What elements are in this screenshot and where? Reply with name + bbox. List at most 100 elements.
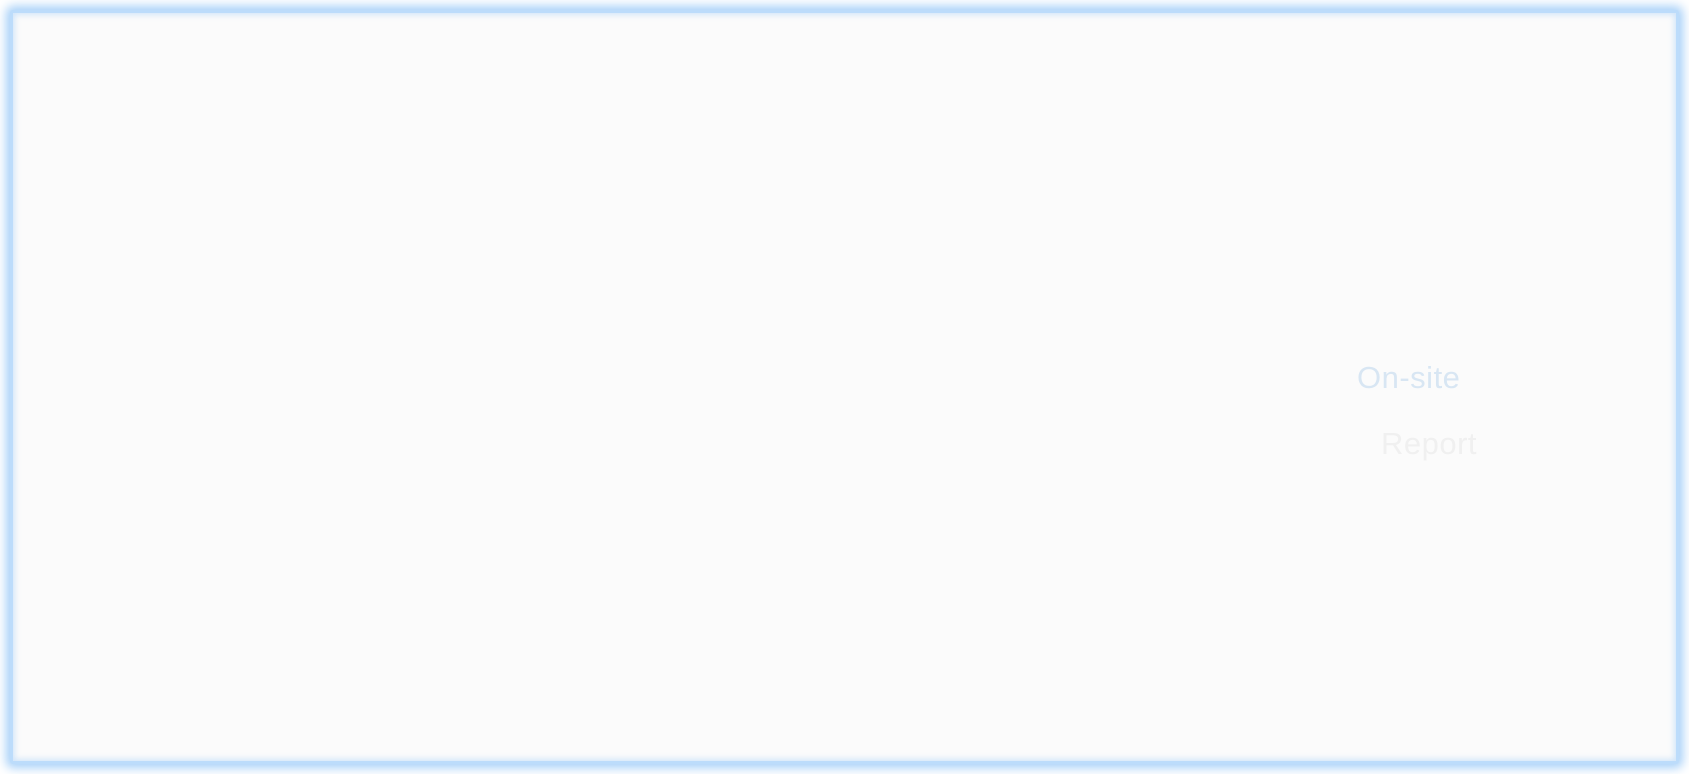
panel-system-support-functions: 系统支撑功能系统组织管理登录人员管理权限管理角色管理系统运行日志系统运行监控 — [1165, 451, 1525, 668]
module-button[interactable]: 环网辅助决策 — [242, 452, 404, 489]
button-grid-flisr: 故障分析故障隔离故障恢复 — [1167, 77, 1523, 167]
button-grid-storm-management: 应急预案管理应急指挥应急监控应急资源管理 — [58, 283, 416, 373]
module-button[interactable]: 故障隔离 — [1350, 77, 1511, 114]
module-button[interactable]: 抢修指挥管理 — [979, 585, 1141, 622]
module-button[interactable]: 故障点定位 — [1350, 283, 1511, 320]
button-grid-intelligent-alarm-management: 告警模型管理 SCADA报文分析连锁故障分析故障辅助研判智能诊断监测故障精确定位 — [795, 76, 1153, 210]
module-button[interactable]: 登录人员管理 — [1350, 497, 1511, 534]
panel-mobile-application: 移动应用抢修工单处理故障点定位抢修信息回填抢修资源调度抢修监控 Trouble — [1165, 237, 1525, 442]
module-button[interactable]: 报表参数维护 — [979, 497, 1141, 534]
module-button[interactable]: 应急监控 — [70, 327, 232, 364]
module-button[interactable]: 故障分析 — [1179, 77, 1340, 114]
panel-title-flisr: FLISR — [1306, 40, 1384, 70]
module-button[interactable]: 角色管理 — [1350, 541, 1511, 578]
panel-title-report-statistics-and-query: 报表统计及查询 — [884, 462, 1064, 490]
button-grid-outage-forecast-management: 停电设备分析环网辅助决策停电用户分析预测模型管理预测调整停电预测变电站失压事件评… — [58, 452, 416, 674]
panel-title-intelligent-alarm-management: 智能告警管理 — [897, 41, 1051, 69]
module-button[interactable]: 故障精确定位 — [979, 164, 1141, 201]
module-button[interactable]: 系统运行监控 — [1350, 585, 1511, 622]
module-button[interactable]: 停电指标测算 — [70, 120, 232, 157]
module-button[interactable]: 故障辅助研判 — [979, 120, 1141, 157]
module-button[interactable]: 停电预测 — [242, 540, 404, 577]
module-button[interactable]: 停电设备及范围分析 — [441, 120, 769, 157]
panel-intelligent-alarm-management: 智能告警管理告警模型管理 SCADA报文分析连锁故障分析故障辅助研判智能诊断监测故… — [793, 30, 1155, 228]
panel-title-outage-forecast-management: 停电预测管理 — [160, 417, 314, 445]
module-button[interactable]: 信息通知 — [807, 327, 969, 364]
module-button[interactable]: 停电计划录入 — [70, 76, 232, 113]
module-button[interactable]: 故障停电整合 — [610, 76, 769, 113]
module-button[interactable]: 智能诊断监测 — [807, 164, 969, 201]
module-button[interactable]: 任务管理 — [441, 585, 600, 622]
module-button[interactable]: 通知用户管理 — [979, 327, 1141, 364]
module-button[interactable]: 停电指标测算 — [70, 164, 232, 201]
module-button[interactable]: 故障定位研判 — [441, 327, 600, 364]
module-button[interactable]: 停电信息通知 — [242, 120, 404, 157]
button-grid-outage-notification-management: 通知模板管理通知方式管理信息通知通知用户管理 — [795, 283, 1153, 373]
module-button[interactable]: 预测模型管理 — [242, 496, 404, 533]
module-button[interactable]: 排班管理 — [441, 541, 600, 578]
module-button[interactable]: 通知方式管理 — [979, 283, 1141, 320]
button-grid-mobile-application: 抢修工单处理故障点定位抢修信息回填抢修资源调度抢修监控 Trouble — [1167, 283, 1523, 417]
module-button[interactable]: 系统运行日志 — [1179, 585, 1340, 622]
panel-fault-outage-management: 故障停电管理故障停电登记故障停电整合停电设备及范围分析故障停电通知故障工单管理 — [427, 30, 783, 228]
panel-outage-forecast-management: 停电预测管理停电设备分析环网辅助决策停电用户分析预测模型管理预测调整停电预测变电… — [56, 406, 418, 668]
panel-team-and-personnel-management: 班组及人员管理班组信息管理人员信息管理排班管理交接班管理任务管理在线监控 — [427, 451, 783, 668]
module-button[interactable]: 连锁故障分析 — [807, 120, 969, 157]
button-grid-emergency-repair-management: 停电信息研判配变召测研判故障定位研判配抢值班管理抢修资源管理抢修指挥管理 — [429, 283, 781, 417]
module-button[interactable]: 报表统计查询 — [807, 541, 969, 578]
module-button[interactable]: Trouble — [1350, 371, 1511, 408]
panel-title-system-support-functions: 系统支撑功能 — [1268, 462, 1422, 490]
module-button[interactable]: 在线监控 — [610, 585, 769, 622]
module-button[interactable]: 故障停电通知 — [441, 164, 600, 201]
module-button[interactable]: 母线失压事件评估及转电方案 — [70, 628, 404, 665]
button-grid-planned-outage-management: 停电计划录入停电预协商停电指标测算停电信息通知停电指标测算停电实施跟踪 — [58, 76, 416, 210]
module-button[interactable]: 抢修信息回填 — [1179, 327, 1340, 364]
module-button[interactable]: 应急指挥 — [242, 283, 404, 320]
module-button[interactable]: 配抢值班管理 — [610, 327, 769, 364]
panel-title-team-and-personnel-management: 班组及人员管理 — [515, 462, 695, 490]
module-button[interactable]: 抢修监控 — [1179, 371, 1340, 408]
module-button[interactable]: 变电站失压事件评估及转电方案 — [70, 584, 404, 621]
module-button[interactable]: 停电信息研判 — [441, 283, 600, 320]
module-button[interactable]: 停电实施跟踪 — [242, 164, 404, 201]
module-button[interactable]: 班组信息管理 — [441, 497, 600, 534]
module-button[interactable]: 系统组织管理 — [1179, 497, 1340, 534]
diagram-canvas: 计划停电管理停电计划录入停电预协商停电指标测算停电信息通知停电指标测算停电实施跟… — [16, 16, 1673, 758]
module-button[interactable]: 抢修指挥管理 — [610, 371, 769, 408]
module-button[interactable]: 抢修资源管理 — [807, 585, 969, 622]
panel-outage-notification-management: 停电通知管理通知模板管理通知方式管理信息通知通知用户管理 — [793, 237, 1155, 397]
module-button[interactable]: 预测调整 — [70, 540, 232, 577]
module-button[interactable]: 告警模型管理 — [807, 76, 969, 113]
module-button[interactable]: 报表模板管理 — [807, 497, 969, 534]
module-button[interactable]: 应急资源管理 — [242, 327, 404, 364]
module-button[interactable]: 权限管理 — [1179, 541, 1340, 578]
panel-storm-management: 风暴管理应急预案管理应急指挥应急监控应急资源管理 — [56, 237, 418, 397]
module-button[interactable]: 抢修资源管理 — [441, 371, 600, 408]
module-button[interactable]: 抢修资源调度 — [1350, 327, 1511, 364]
panel-title-outage-notification-management: 停电通知管理 — [897, 248, 1051, 276]
module-button[interactable]: 故障停电登记 — [441, 76, 600, 113]
module-button[interactable]: 停电设备分析 — [70, 452, 232, 489]
panel-title-emergency-repair-management: 抢修管理 — [553, 248, 656, 276]
button-grid-report-statistics-and-query: 报表模板管理报表参数维护报表统计查询报表可视化抢修资源管理抢修指挥管理 — [795, 497, 1153, 631]
module-button[interactable]: 人员信息管理 — [610, 497, 769, 534]
button-grid-system-support-functions: 系统组织管理登录人员管理权限管理角色管理系统运行日志系统运行监控 — [1167, 497, 1523, 631]
module-button[interactable]: 通知模板管理 — [807, 283, 969, 320]
panel-report-statistics-and-query: 报表统计及查询报表模板管理报表参数维护报表统计查询报表可视化抢修资源管理抢修指挥… — [793, 451, 1155, 668]
module-button[interactable]: SCADA报文分析 — [979, 76, 1141, 113]
module-button[interactable]: 报表可视化 — [979, 541, 1141, 578]
module-button[interactable]: 配变召测研判 — [610, 283, 769, 320]
module-button[interactable]: 交接班管理 — [610, 541, 769, 578]
panel-title-mobile-application: 移动应用 — [1293, 248, 1396, 276]
panel-planned-outage-management: 计划停电管理停电计划录入停电预协商停电指标测算停电信息通知停电指标测算停电实施跟… — [56, 30, 418, 228]
module-button[interactable]: 停电预协商 — [242, 76, 404, 113]
panel-title-storm-management: 风暴管理 — [185, 248, 288, 276]
module-button[interactable]: 应急预案管理 — [70, 283, 232, 320]
button-grid-team-and-personnel-management: 班组信息管理人员信息管理排班管理交接班管理任务管理在线监控 — [429, 497, 781, 631]
module-button[interactable]: 故障工单管理 — [610, 164, 769, 201]
module-button[interactable]: 故障恢复 — [1179, 121, 1340, 158]
module-button[interactable]: 停电用户分析 — [70, 496, 232, 533]
module-button[interactable]: 抢修工单处理 — [1179, 283, 1340, 320]
panel-title-planned-outage-management: 计划停电管理 — [160, 41, 314, 69]
